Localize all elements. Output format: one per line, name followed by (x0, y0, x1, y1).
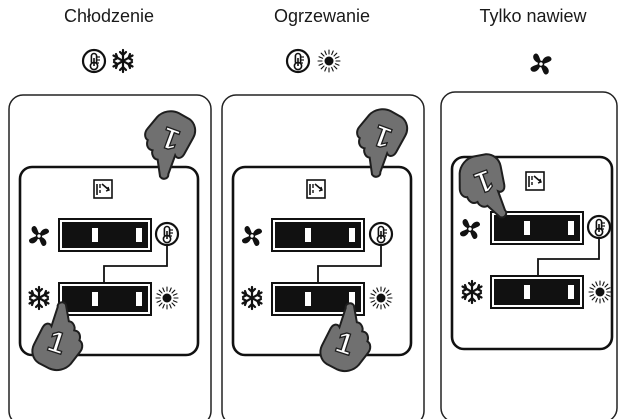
cooling-thermometer-icon (81, 48, 107, 74)
cooling-panel (8, 94, 212, 419)
mode-title-heating: Ogrzewanie (273, 6, 371, 26)
fan-only-sun-small-icon (588, 280, 612, 304)
cooling-thermometer-small-icon (154, 221, 180, 247)
fan-only-thermometer-small-icon (586, 214, 612, 240)
heating-top-rocker[interactable] (271, 218, 365, 252)
cooling-sun-small-icon (155, 286, 179, 310)
fan-only-mode-icon (525, 171, 545, 191)
mode-title-fan-only: Tylko nawiew (479, 6, 587, 26)
heating-sun-small-icon (369, 286, 393, 310)
heating-thermometer-small-icon (368, 221, 394, 247)
cooling-snowflake-icon (112, 48, 134, 74)
heating-mode-icon (306, 179, 326, 199)
fan-only-fan-icon (529, 52, 553, 76)
fan-only-top-rocker[interactable] (490, 211, 584, 245)
cooling-mode-icon (93, 179, 113, 199)
heating-sun-icon (317, 49, 341, 73)
cooling-bottom-rocker[interactable] (58, 282, 152, 316)
heating-thermometer-icon (285, 48, 311, 74)
fan-only-bottom-rocker[interactable] (490, 275, 584, 309)
heating-panel (221, 94, 425, 419)
mode-title-cooling: Chłodzenie (63, 6, 155, 26)
cooling-top-rocker[interactable] (58, 218, 152, 252)
fan-only-panel (440, 91, 618, 419)
